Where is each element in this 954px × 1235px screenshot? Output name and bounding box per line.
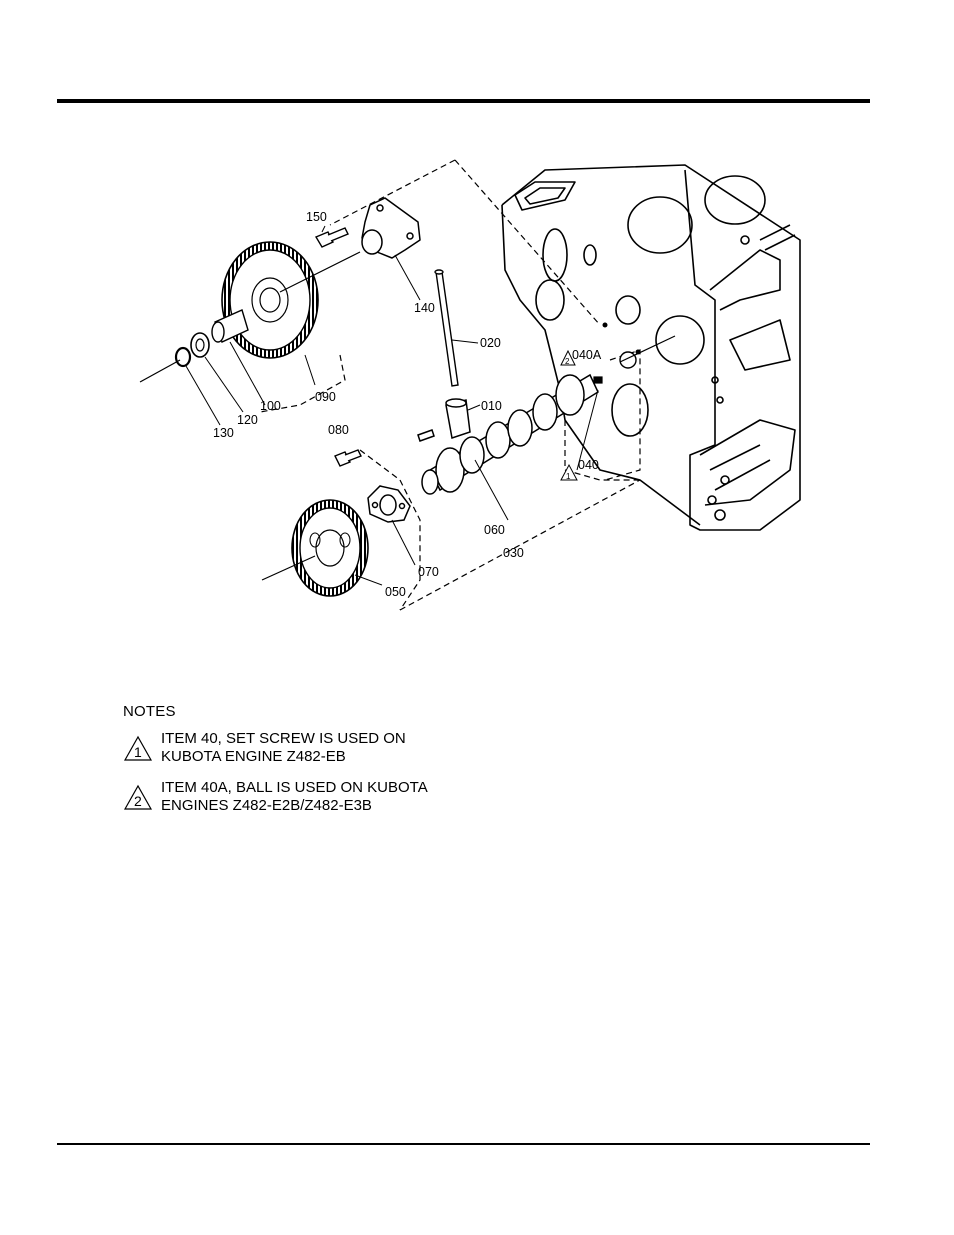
- notes-title: NOTES: [123, 703, 543, 720]
- callout-040: 040: [578, 458, 599, 472]
- ball: [620, 352, 636, 368]
- note-2-triangle-icon: 2: [123, 783, 153, 811]
- callout-100: 100: [260, 399, 281, 413]
- push-rod: [435, 270, 458, 386]
- callout-120: 120: [237, 413, 258, 427]
- thrust-plate: [368, 486, 410, 522]
- note-2: 2 ITEM 40A, BALL IS USED ON KUBOTA ENGIN…: [123, 779, 543, 815]
- callout-150: 150: [306, 210, 327, 224]
- callout-040a: 040A: [572, 348, 602, 362]
- callout-130: 130: [213, 426, 234, 440]
- notes-section: NOTES 1 ITEM 40, SET SCREW IS USED ON KU…: [123, 703, 543, 828]
- set-screw: [594, 377, 602, 383]
- callout-080: 080: [328, 423, 349, 437]
- tappet: [446, 399, 470, 438]
- bottom-rule: [57, 1143, 870, 1145]
- callout-070: 070: [418, 565, 439, 579]
- callout-060: 060: [484, 523, 505, 537]
- thrust-plate-bolt: [335, 450, 361, 466]
- callout-010: 010: [481, 399, 502, 413]
- note-1-line-1: ITEM 40, SET SCREW IS USED ON: [161, 730, 543, 748]
- idler-shaft-bracket: [362, 198, 420, 258]
- note-1-line-2: KUBOTA ENGINE Z482-EB: [161, 748, 543, 766]
- callout-030: 030: [503, 546, 524, 560]
- svg-text:1: 1: [566, 472, 571, 481]
- svg-text:2: 2: [565, 357, 570, 366]
- note-2-line-1: ITEM 40A, BALL IS USED ON KUBOTA: [161, 779, 543, 797]
- callout-050: 050: [385, 585, 406, 599]
- note-1: 1 ITEM 40, SET SCREW IS USED ON KUBOTA E…: [123, 730, 543, 766]
- svg-text:2: 2: [134, 793, 142, 809]
- svg-text:1: 1: [134, 744, 142, 760]
- callout-090: 090: [315, 390, 336, 404]
- callout-020: 020: [480, 336, 501, 350]
- cam-gear: [292, 500, 368, 596]
- circlip: [176, 348, 190, 366]
- camshaft-exploded-diagram: 150 140 020 040A 010 040 080 090 100 120…: [0, 0, 954, 660]
- idler-gear: [222, 242, 318, 358]
- note-1-triangle-icon: 1: [123, 734, 153, 762]
- bolt: [316, 228, 348, 247]
- note-2-line-2: ENGINES Z482-E2B/Z482-E3B: [161, 797, 543, 815]
- washer: [191, 333, 209, 357]
- callout-140: 140: [414, 301, 435, 315]
